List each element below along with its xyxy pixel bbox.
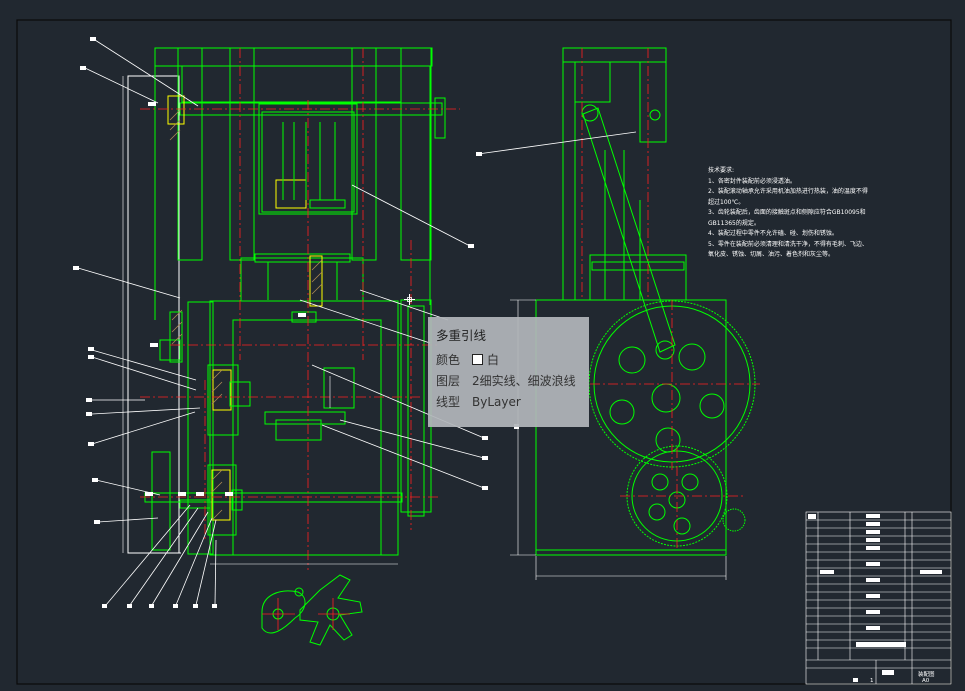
detail-centerlines — [262, 598, 350, 630]
drawing-frame — [16, 19, 952, 685]
front-view-centerlines — [140, 48, 460, 570]
notes-line: 1、各密封件装配前必须浸透油。 — [708, 177, 796, 185]
tooltip-title: 多重引线 — [436, 328, 487, 343]
technical-notes: 技术要求: 1、各密封件装配前必须浸透油。 2、装配滚动轴承允许采用机油加热进行… — [708, 166, 923, 261]
crosshair-cursor-icon — [404, 294, 415, 305]
tooltip-value: ByLayer — [472, 394, 521, 409]
notes-line: GB11365的规定。 — [708, 219, 760, 227]
leader-lines — [77, 39, 637, 606]
side-view — [535, 47, 756, 556]
object-properties-tooltip: 多重引线 颜色 白 图层 2细实线、细波浪线 线型 ByLayer — [428, 317, 589, 427]
title-block-scale: A0 — [922, 678, 930, 684]
tooltip-row-layer: 图层 2细实线、细波浪线 — [436, 370, 589, 391]
notes-line: 2、装配滚动轴承允许采用机油加热进行热装，油的温度不得 — [708, 188, 868, 195]
title-block-fills — [808, 514, 942, 682]
tooltip-value: 2细实线、细波浪线 — [472, 374, 576, 388]
notes-title: 技术要求: — [708, 167, 735, 174]
title-block-sheet: 1 — [870, 678, 874, 684]
title-block-drawing-name: 装配图 — [918, 672, 935, 678]
notes-line: 3、齿轮装配后，齿面的接触斑点和侧隙应符合GB10095和 — [708, 209, 866, 216]
tooltip-row-color: 颜色 白 — [436, 349, 589, 370]
notes-line: 超过100℃。 — [708, 198, 745, 206]
tooltip-key: 颜色 — [436, 353, 461, 367]
tooltip-key: 图层 — [436, 374, 461, 388]
detail-star-wheel — [261, 574, 363, 646]
side-view-centerlines — [581, 48, 760, 550]
notes-line: 4、装配过程中零件不允许磕、碰、划伤和锈蚀。 — [708, 230, 838, 237]
color-swatch-icon — [472, 354, 483, 365]
tooltip-key: 线型 — [436, 395, 461, 409]
tooltip-row-linetype: 线型 ByLayer — [436, 391, 589, 412]
tooltip-value: 白 — [487, 353, 500, 367]
front-view-hatching — [169, 109, 323, 521]
notes-line: 5、零件在装配前必须清理和清洗干净，不得有毛刺、飞边、 — [708, 240, 868, 248]
dimension-lines — [122, 76, 727, 580]
notes-line: 氧化皮、锈蚀、切屑、油污、着色剂和灰尘等。 — [708, 251, 835, 258]
title-block — [805, 511, 952, 685]
